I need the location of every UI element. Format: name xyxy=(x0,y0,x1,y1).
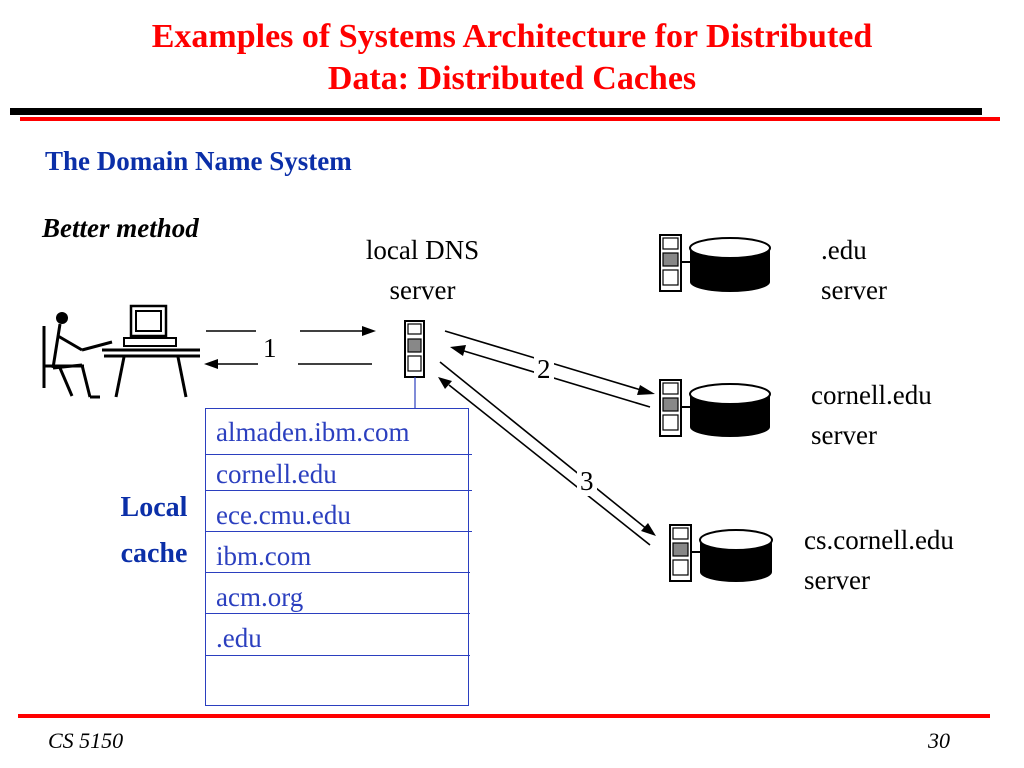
local-dns-label-line-1: local DNS xyxy=(365,235,480,265)
edu-server-label-line-1: .edu xyxy=(821,235,867,265)
step-1-label: 1 xyxy=(260,333,280,363)
cs-cornell-server-label: cs.cornell.edu server xyxy=(804,520,954,600)
local-cache-table: almaden.ibm.com cornell.edu ece.cmu.edu … xyxy=(205,408,472,706)
step-3-label: 3 xyxy=(577,466,597,496)
cornell-server-icon xyxy=(659,379,771,437)
cache-divider xyxy=(206,531,472,532)
cache-entry: almaden.ibm.com xyxy=(216,417,410,447)
footer-rule xyxy=(18,714,990,718)
slide-title-line-2: Data: Distributed Caches xyxy=(327,60,697,97)
cache-entry: acm.org xyxy=(216,582,304,612)
slide-title-line-1: Examples of Systems Architecture for Dis… xyxy=(151,18,873,55)
cs-cornell-server-icon xyxy=(669,524,773,582)
cs-cornell-server-label-line-2: server xyxy=(804,565,870,595)
title-rule-black xyxy=(10,108,982,115)
cache-divider xyxy=(206,490,472,491)
local-cache-label: Local cache xyxy=(108,485,200,577)
slide-title: Examples of Systems Architecture for Dis… xyxy=(0,16,1024,100)
cache-entry: ibm.com xyxy=(216,541,312,571)
footer-course: CS 5150 xyxy=(48,728,124,753)
edu-server-icon xyxy=(659,234,771,292)
section-heading: The Domain Name System xyxy=(45,146,352,176)
cache-entry: ece.cmu.edu xyxy=(216,500,351,530)
local-dns-server-icon xyxy=(404,320,425,378)
user-at-computer-icon xyxy=(42,304,200,399)
method-label: Better method xyxy=(42,213,199,243)
local-cache-label-line-2: cache xyxy=(120,538,188,569)
cache-entry: cornell.edu xyxy=(216,459,337,489)
local-dns-label: local DNS server xyxy=(330,230,515,310)
cache-entry: .edu xyxy=(216,623,262,653)
cache-divider xyxy=(206,572,470,573)
cornell-server-label-line-2: server xyxy=(811,420,877,450)
cornell-server-label: cornell.edu server xyxy=(811,375,932,455)
edu-server-label-line-2: server xyxy=(821,275,887,305)
local-cache-label-line-1: Local xyxy=(120,492,188,523)
page-number: 30 xyxy=(928,728,950,753)
edu-server-label: .edu server xyxy=(821,230,887,310)
title-rule-red xyxy=(20,117,1000,121)
step-3-arrows xyxy=(438,361,656,546)
step-2-label: 2 xyxy=(534,354,554,384)
cache-divider xyxy=(206,454,472,455)
cache-divider xyxy=(206,655,470,656)
local-dns-label-line-2: server xyxy=(389,275,456,305)
cache-divider xyxy=(206,613,470,614)
cornell-server-label-line-1: cornell.edu xyxy=(811,380,932,410)
step-1-arrows xyxy=(204,326,376,369)
cs-cornell-server-label-line-1: cs.cornell.edu xyxy=(804,525,954,555)
